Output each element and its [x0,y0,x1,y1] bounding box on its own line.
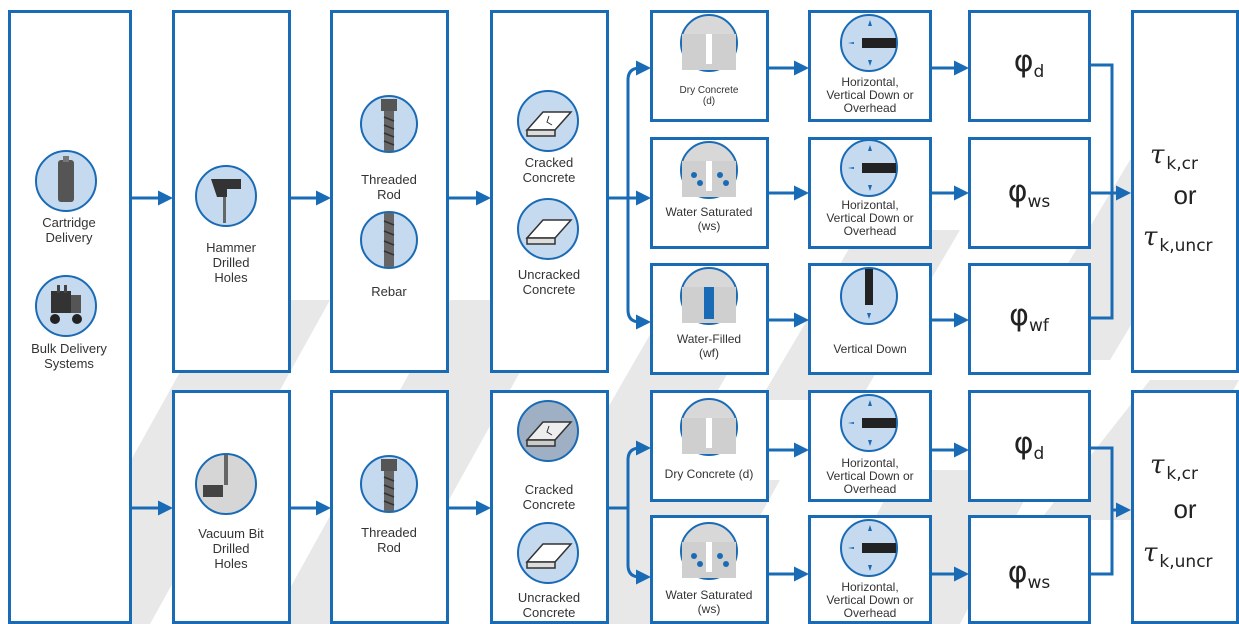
top-cracked-label: Cracked Concrete [522,155,576,185]
phi-symbol: φ [1013,44,1034,79]
phi-symbol: φ [1007,174,1028,209]
orientation-icon-3 [840,394,898,452]
water-saturated-icon [680,141,738,199]
tau-top-box [1131,10,1239,373]
vertical-down-icon [840,267,898,325]
phi-subscript: ws [1027,573,1051,593]
bottom-cracked-label: Cracked Concrete [522,482,576,512]
water-filled-icon [680,267,738,325]
dry-concrete-icon [680,14,738,72]
uncracked-concrete-icon [517,198,579,260]
phi-ws-bottom-box [968,515,1091,624]
bottom-cracked-concrete-icon [517,400,579,462]
bulk-delivery-icon [35,275,97,337]
phi-symbol: φ [1013,426,1034,461]
phi-subscript: wf [1028,316,1049,336]
orientation-icon-1 [840,14,898,72]
bulk-delivery-label: Bulk Delivery Systems [31,341,107,371]
bottom-threaded-rod-icon [360,455,418,513]
phi-ws-bottom: φws [1008,555,1051,593]
bottom-orientation-label-1: Horizontal, Vertical Down or Overhead [826,456,914,496]
bottom-uncracked-label: Uncracked Concrete [517,590,581,620]
hammer-drill-icon [195,165,257,227]
bottom-element-box [330,390,449,624]
phi-subscript: ws [1027,192,1051,212]
threaded-rod-icon [360,95,418,153]
vertical-down-label: Vertical Down [833,342,907,356]
phi-wf: φwf [1009,298,1049,336]
tau-cr-subscript: k,cr [1166,154,1198,174]
top-element-box [330,10,449,373]
top-ws-label: Water Saturated (ws) [665,205,753,233]
bottom-orientation-label-2: Horizontal, Vertical Down or Overhead [826,580,914,620]
top-wf-label: Water-Filled (wf) [676,332,742,360]
top-orientation-label-2: Horizontal, Vertical Down or Overhead [826,198,914,238]
orientation-icon-4 [840,519,898,577]
phi-symbol: φ [1007,555,1028,590]
bottom-threaded-label: Threaded Rod [361,525,417,555]
tau-cr-subscript: k,cr [1166,464,1198,484]
or-top: or [1173,180,1197,210]
top-dry-label: Dry Concrete (d) [679,85,739,107]
vacuum-drill-icon [195,453,257,515]
rebar-icon [360,211,418,269]
phi-symbol: φ [1009,298,1029,333]
cartridge-delivery-label: Cartridge Delivery [42,215,96,245]
phi-d-box [968,10,1091,122]
hammer-drilled-label: Hammer Drilled Holes [206,240,256,285]
top-orientation-box-3 [808,263,932,375]
top-orientation-label-1: Horizontal, Vertical Down or Overhead [826,75,914,115]
tau-bottom-box [1131,390,1239,624]
tau-symbol: τ [1143,538,1158,568]
phi-d-bottom: φd [1014,426,1045,464]
bottom-ws-label: Water Saturated (ws) [665,588,753,616]
bottom-water-saturated-icon [680,522,738,580]
tau-symbol: τ [1150,450,1165,480]
or-bottom: or [1173,494,1197,524]
tau-symbol: τ [1150,140,1165,170]
tau-symbol: τ [1143,222,1158,252]
tau-uncr-subscript: k,uncr [1159,552,1213,572]
phi-wf-box [968,263,1091,375]
top-uncracked-label: Uncracked Concrete [517,267,581,297]
tau-uncr-subscript: k,uncr [1159,236,1213,256]
orientation-icon-2 [840,139,898,197]
cartridge-icon [35,150,97,212]
phi-subscript: d [1033,444,1045,464]
phi-subscript: d [1033,62,1045,82]
bottom-uncracked-concrete-icon [517,522,579,584]
phi-d-bottom-box [968,390,1091,502]
bottom-dry-concrete-icon [680,398,738,456]
top-threaded-label: Threaded Rod [361,172,417,202]
phi-ws: φws [1008,174,1051,212]
phi-ws-box [968,137,1091,249]
cracked-concrete-icon [517,90,579,152]
vacuum-drilled-label: Vacuum Bit Drilled Holes [198,526,264,571]
rebar-label: Rebar [371,284,407,299]
bottom-dry-label: Dry Concrete (d) [664,467,754,481]
top-concrete-box [490,10,609,373]
phi-d: φd [1014,44,1045,82]
